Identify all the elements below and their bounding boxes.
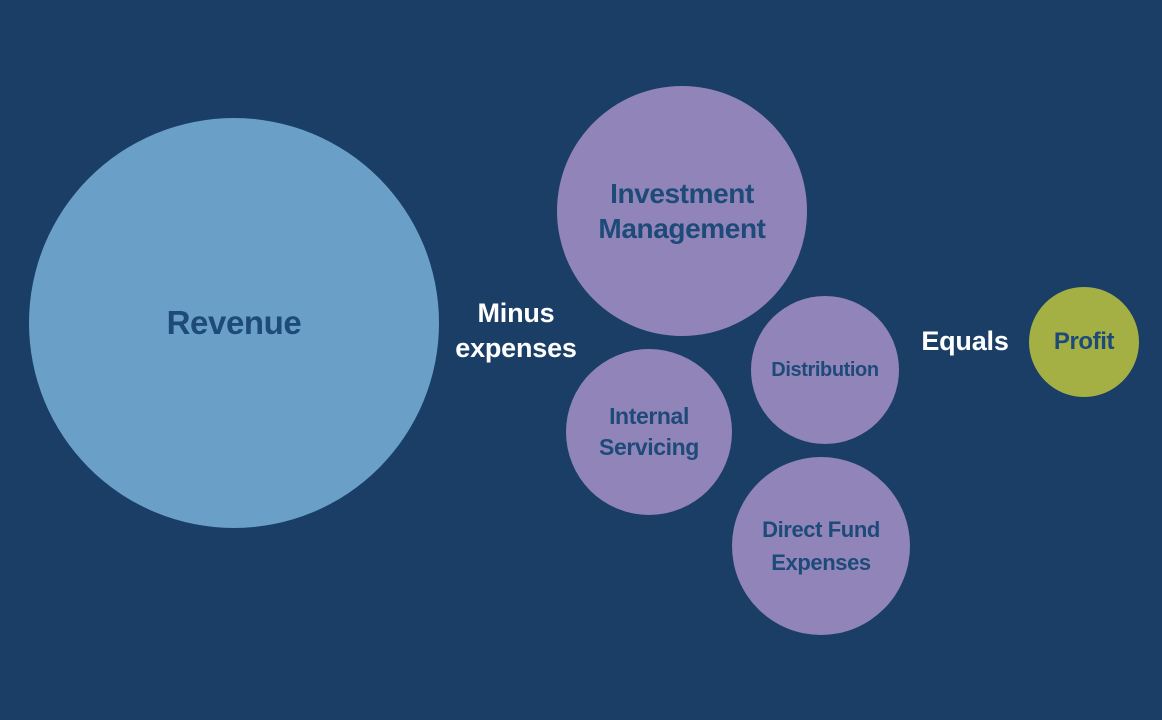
minus-expenses-label: Minus expenses xyxy=(440,296,592,366)
investment-management-line1: Investment xyxy=(610,178,754,209)
revenue-label: Revenue xyxy=(166,304,302,341)
equals-label: Equals xyxy=(903,324,1027,359)
internal-servicing-line1: Internal xyxy=(609,403,689,429)
internal-servicing-line2: Servicing xyxy=(599,434,699,460)
investment-management-circle: Investment Management xyxy=(557,86,807,336)
distribution-circle: Distribution xyxy=(751,296,899,444)
profit-label: Profit xyxy=(1053,328,1115,355)
profit-circle: Profit xyxy=(1029,287,1139,397)
distribution-label: Distribution xyxy=(771,358,879,381)
revenue-circle: Revenue xyxy=(29,118,439,528)
direct-fund-expenses-circle: Direct Fund Expenses xyxy=(732,457,910,635)
direct-fund-expenses-line2: Expenses xyxy=(771,550,871,575)
minus-expenses-line1: Minus xyxy=(477,298,555,328)
minus-expenses-line2: expenses xyxy=(455,333,577,363)
investment-management-line2: Management xyxy=(598,213,766,244)
internal-servicing-circle: Internal Servicing xyxy=(566,349,732,515)
equals-text: Equals xyxy=(921,326,1009,356)
direct-fund-expenses-line1: Direct Fund xyxy=(762,517,880,542)
